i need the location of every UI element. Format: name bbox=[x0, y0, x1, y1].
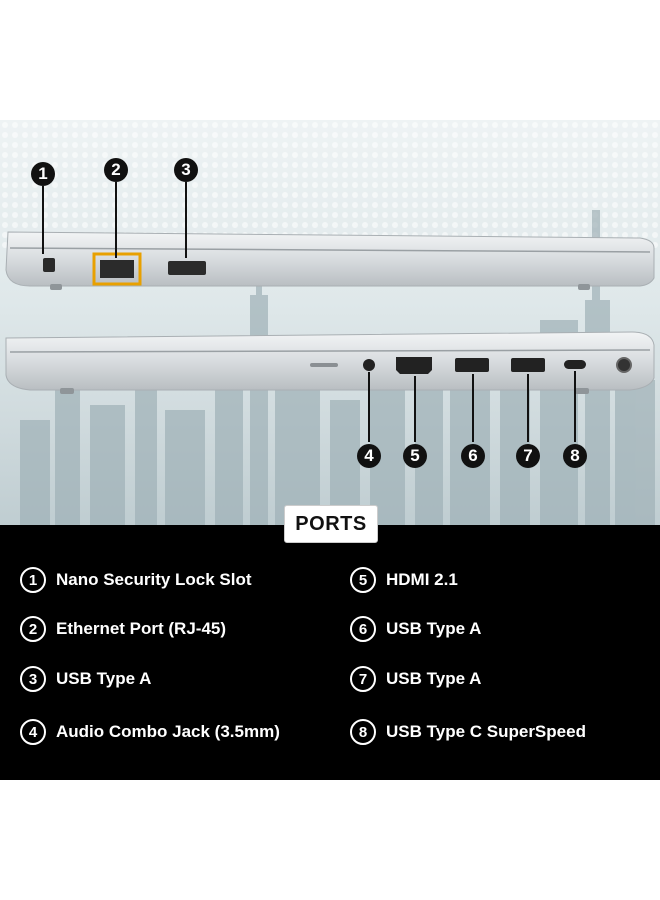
legend-label: Nano Security Lock Slot bbox=[56, 570, 252, 589]
marker-1: 1 bbox=[31, 162, 55, 186]
leader-line-7 bbox=[527, 374, 529, 442]
legend-label: HDMI 2.1 bbox=[386, 570, 458, 589]
legend-item-7: 7 USB Type A bbox=[350, 666, 481, 692]
laptop-right-side bbox=[5, 331, 655, 394]
marker-8: 8 bbox=[563, 444, 587, 468]
marker-3: 3 bbox=[174, 158, 198, 182]
legend-number: 8 bbox=[350, 719, 376, 745]
leader-line-3 bbox=[185, 182, 187, 258]
legend-number: 4 bbox=[20, 719, 46, 745]
legend-number: 7 bbox=[350, 666, 376, 692]
laptop-left-side bbox=[5, 231, 655, 290]
legend-label: USB Type A bbox=[56, 669, 152, 688]
legend-number: 2 bbox=[20, 616, 46, 642]
legend-number: 5 bbox=[350, 567, 376, 593]
usb-a-port-icon-3 bbox=[511, 358, 545, 372]
lock-slot-icon bbox=[43, 258, 55, 272]
product-photo: 1 2 3 4 5 6 7 8 bbox=[0, 120, 660, 525]
marker-2: 2 bbox=[104, 158, 128, 182]
usb-a-port-icon bbox=[168, 261, 206, 275]
ports-title: PORTS bbox=[284, 505, 378, 543]
hdmi-port-icon bbox=[396, 357, 432, 374]
legend-label: USB Type A bbox=[386, 669, 482, 688]
legend-item-6: 6 USB Type A bbox=[350, 616, 481, 642]
legend-item-3: 3 USB Type A bbox=[20, 666, 151, 692]
legend-item-5: 5 HDMI 2.1 bbox=[350, 567, 458, 593]
ports-legend-panel bbox=[0, 525, 660, 780]
dot-pattern bbox=[0, 120, 660, 250]
leader-line-6 bbox=[472, 374, 474, 442]
legend-item-2: 2 Ethernet Port (RJ-45) bbox=[20, 616, 226, 642]
legend-item-1: 1 Nano Security Lock Slot bbox=[20, 567, 252, 593]
marker-5: 5 bbox=[403, 444, 427, 468]
usb-a-port-icon-2 bbox=[455, 358, 489, 372]
legend-item-4: 4 Audio Combo Jack (3.5mm) bbox=[20, 719, 280, 745]
audio-jack-icon bbox=[363, 359, 375, 371]
marker-6: 6 bbox=[461, 444, 485, 468]
leader-line-4 bbox=[368, 372, 370, 442]
leader-line-2 bbox=[115, 182, 117, 258]
leader-line-5 bbox=[414, 376, 416, 442]
usb-c-port-icon bbox=[564, 360, 586, 369]
legend-label: USB Type A bbox=[386, 619, 482, 638]
legend-label: Audio Combo Jack (3.5mm) bbox=[56, 722, 280, 741]
ethernet-highlight bbox=[92, 252, 142, 286]
marker-4: 4 bbox=[357, 444, 381, 468]
leader-line-8 bbox=[574, 371, 576, 442]
power-port-icon bbox=[616, 357, 632, 373]
leader-line-1 bbox=[42, 186, 44, 254]
legend-number: 1 bbox=[20, 567, 46, 593]
laptop-side-views bbox=[0, 120, 660, 525]
legend-label: USB Type C SuperSpeed bbox=[386, 722, 586, 741]
legend-label: Ethernet Port (RJ-45) bbox=[56, 619, 227, 638]
legend-item-8: 8 USB Type C SuperSpeed bbox=[350, 719, 586, 745]
legend-number: 6 bbox=[350, 616, 376, 642]
legend-number: 3 bbox=[20, 666, 46, 692]
marker-7: 7 bbox=[516, 444, 540, 468]
ethernet-port-icon bbox=[100, 260, 134, 278]
